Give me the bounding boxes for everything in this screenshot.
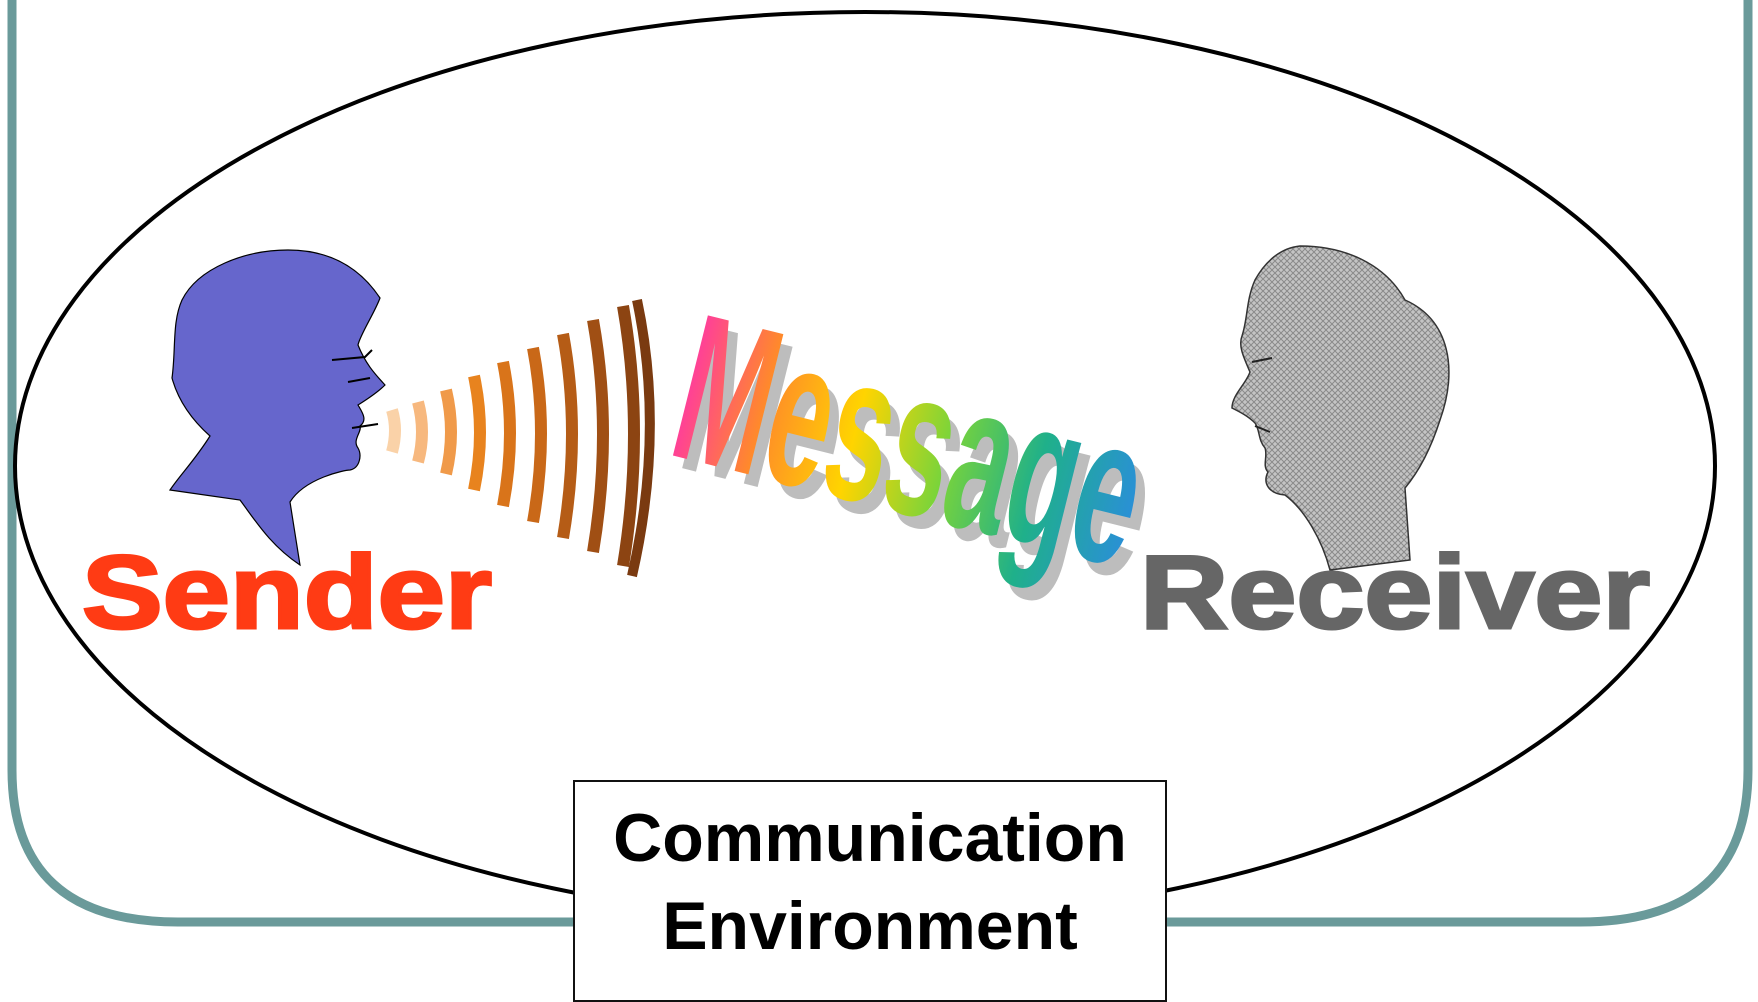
speaking-head-icon [168,249,386,567]
environment-box: Communication Environment [573,780,1167,1002]
sound-waves-icon [386,298,655,578]
wave-8 [587,318,609,553]
receiver-label: Receiver [1140,535,1650,651]
wave-5 [497,360,516,508]
sender-label: Sender [82,535,492,651]
wave-9 [617,304,640,567]
wave-1 [386,408,401,454]
wave-3 [440,388,457,476]
wave-4 [468,374,486,492]
wave-2 [412,400,428,464]
listening-head-icon [1231,245,1450,571]
slide-frame [7,0,1753,927]
message-label: Message [655,269,1168,611]
environment-line-1: Communication [613,800,1127,876]
environment-line-2: Environment [662,888,1078,964]
wave-10 [627,298,655,578]
wave-7 [557,332,578,540]
wave-6 [527,346,547,524]
